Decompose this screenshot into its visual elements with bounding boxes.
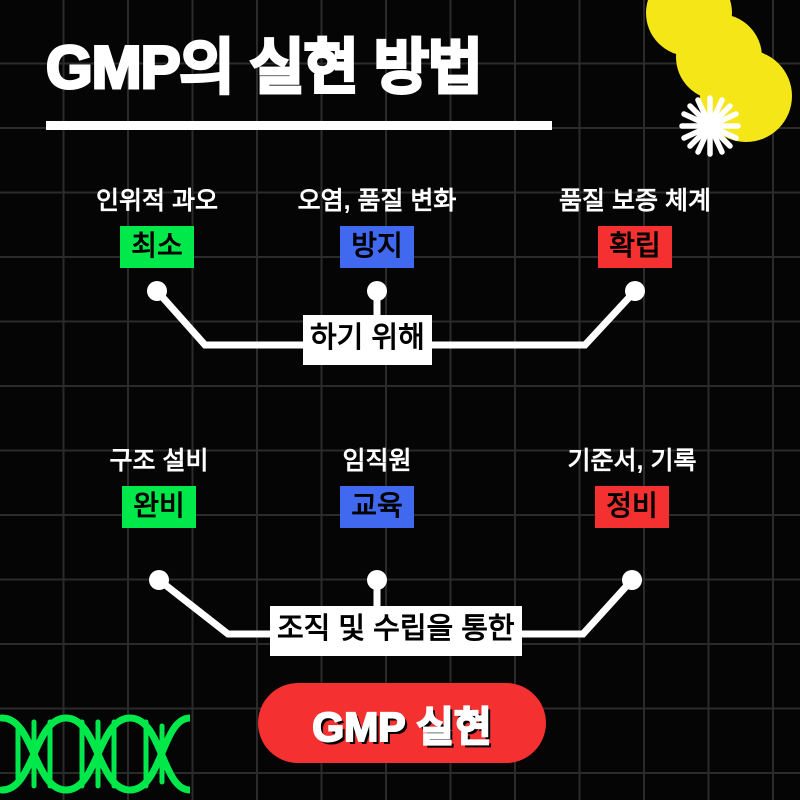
connector-dot [622, 570, 642, 590]
node-caption: 구조 설비 [109, 447, 209, 475]
node-row2-col1: 구조 설비 완비 [14, 447, 304, 529]
node-caption: 오염, 품질 변화 [297, 187, 457, 215]
connector-dot [147, 281, 167, 301]
connector-dot [367, 281, 387, 301]
connector-dot [625, 281, 645, 301]
sparkle-icon [679, 95, 741, 157]
node-chip: 확립 [598, 226, 672, 269]
connector-dot [149, 570, 169, 590]
gmp-result-pill[interactable]: GMP 실현 [258, 683, 546, 763]
dna-helix-icon [0, 714, 190, 794]
node-caption: 기준서, 기록 [567, 447, 697, 475]
node-caption: 인위적 과오 [96, 187, 218, 215]
node-row1-col1: 인위적 과오 최소 [12, 187, 302, 269]
gmp-result-label: GMP 실현 [311, 703, 492, 751]
node-row1-col2: 오염, 품질 변화 방지 [232, 187, 522, 269]
node-chip: 교육 [340, 486, 414, 529]
node-chip: 방지 [340, 226, 414, 269]
node-caption: 품질 보증 체계 [559, 187, 711, 215]
node-caption: 임직원 [342, 447, 412, 475]
node-chip: 최소 [120, 226, 194, 269]
page-title: GMP의 실현 방법 [44, 34, 484, 101]
node-row1-col3: 품질 보증 체계 확립 [490, 187, 780, 269]
node-chip: 완비 [122, 486, 196, 529]
title-underline [46, 121, 552, 130]
connector-label-row2: 조직 및 수립을 통한 [270, 606, 522, 656]
connector-dot [367, 570, 387, 590]
node-chip: 정비 [595, 486, 669, 529]
node-row2-col3: 기준서, 기록 정비 [487, 447, 777, 529]
connector-label-row1: 하기 위해 [303, 315, 432, 365]
node-row2-col2: 임직원 교육 [232, 447, 522, 529]
